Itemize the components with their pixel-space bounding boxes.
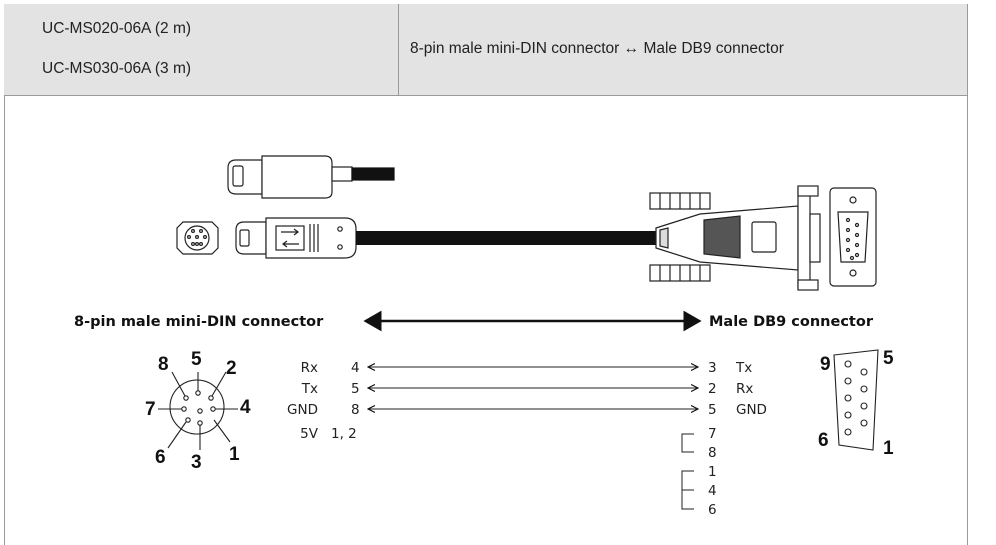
jumper-7-8: 7 8	[681, 426, 717, 461]
mini-din-face-icon	[176, 221, 219, 255]
left-signal-5v: 5V	[300, 426, 319, 442]
db9-pin-label-6: 6	[818, 430, 829, 451]
din-pin-label-3: 3	[191, 452, 202, 473]
left-signal-rx: Rx	[301, 360, 318, 376]
din-pin-label-4: 4	[240, 397, 251, 418]
mini-din-plug-top-view	[235, 217, 357, 259]
left-connector-label: 8-pin male mini-DIN connector	[74, 314, 324, 330]
db9-pin-label-9: 9	[820, 354, 831, 375]
right-signal-rx: Rx	[736, 381, 753, 397]
right-pin-2: 2	[708, 381, 717, 397]
din-pin-label-5: 5	[191, 349, 202, 370]
din-pin-label-1: 1	[229, 444, 240, 465]
din-pin-label-2: 2	[226, 358, 237, 379]
left-signal-tx: Tx	[301, 381, 318, 397]
table-header-row	[4, 4, 967, 96]
cable-body	[356, 231, 656, 245]
jumper-1-4-6: 1 4 6	[681, 464, 717, 518]
right-pin-3: 3	[708, 360, 717, 376]
mini-din-plug-side-view	[227, 155, 395, 199]
db9-pinout	[833, 349, 879, 451]
right-signal-gnd: GND	[736, 402, 767, 418]
cable-description: 8-pin male mini-DIN connector ↔ Male DB9…	[410, 40, 784, 57]
db9-pin-label-1: 1	[883, 438, 894, 459]
right-pin-5: 5	[708, 402, 717, 418]
wiring-table: Rx 4 3 Tx Tx 5 2 Rx GND 8 5 GND 5V 1, 2	[287, 360, 767, 442]
jumper-pin-1: 1	[708, 464, 717, 480]
din-pin-label-8: 8	[158, 354, 169, 375]
model-cell	[4, 4, 399, 95]
model-3m: UC-MS030-06A (3 m)	[42, 60, 192, 77]
left-pin-1-2: 1, 2	[331, 426, 357, 442]
right-connector-label: Male DB9 connector	[709, 314, 874, 330]
model-2m: UC-MS020-06A (2 m)	[42, 20, 192, 37]
db9-pin-label-5: 5	[883, 348, 894, 369]
din-pin-label-7: 7	[145, 399, 156, 420]
din-pin-label-6: 6	[155, 447, 166, 468]
left-pin-4: 4	[351, 360, 360, 376]
left-pin-8: 8	[351, 402, 360, 418]
jumper-pin-4: 4	[708, 483, 717, 499]
jumper-pin-8: 8	[708, 445, 717, 461]
left-signal-gnd: GND	[287, 402, 318, 418]
mini-din-pinout	[158, 371, 238, 450]
left-pin-5: 5	[351, 381, 360, 397]
right-signal-tx: Tx	[735, 360, 752, 376]
jumper-pin-6: 6	[708, 502, 717, 518]
db9-plug-illustration	[649, 185, 821, 291]
db9-face-icon	[829, 187, 877, 287]
jumper-pin-7: 7	[708, 426, 717, 442]
